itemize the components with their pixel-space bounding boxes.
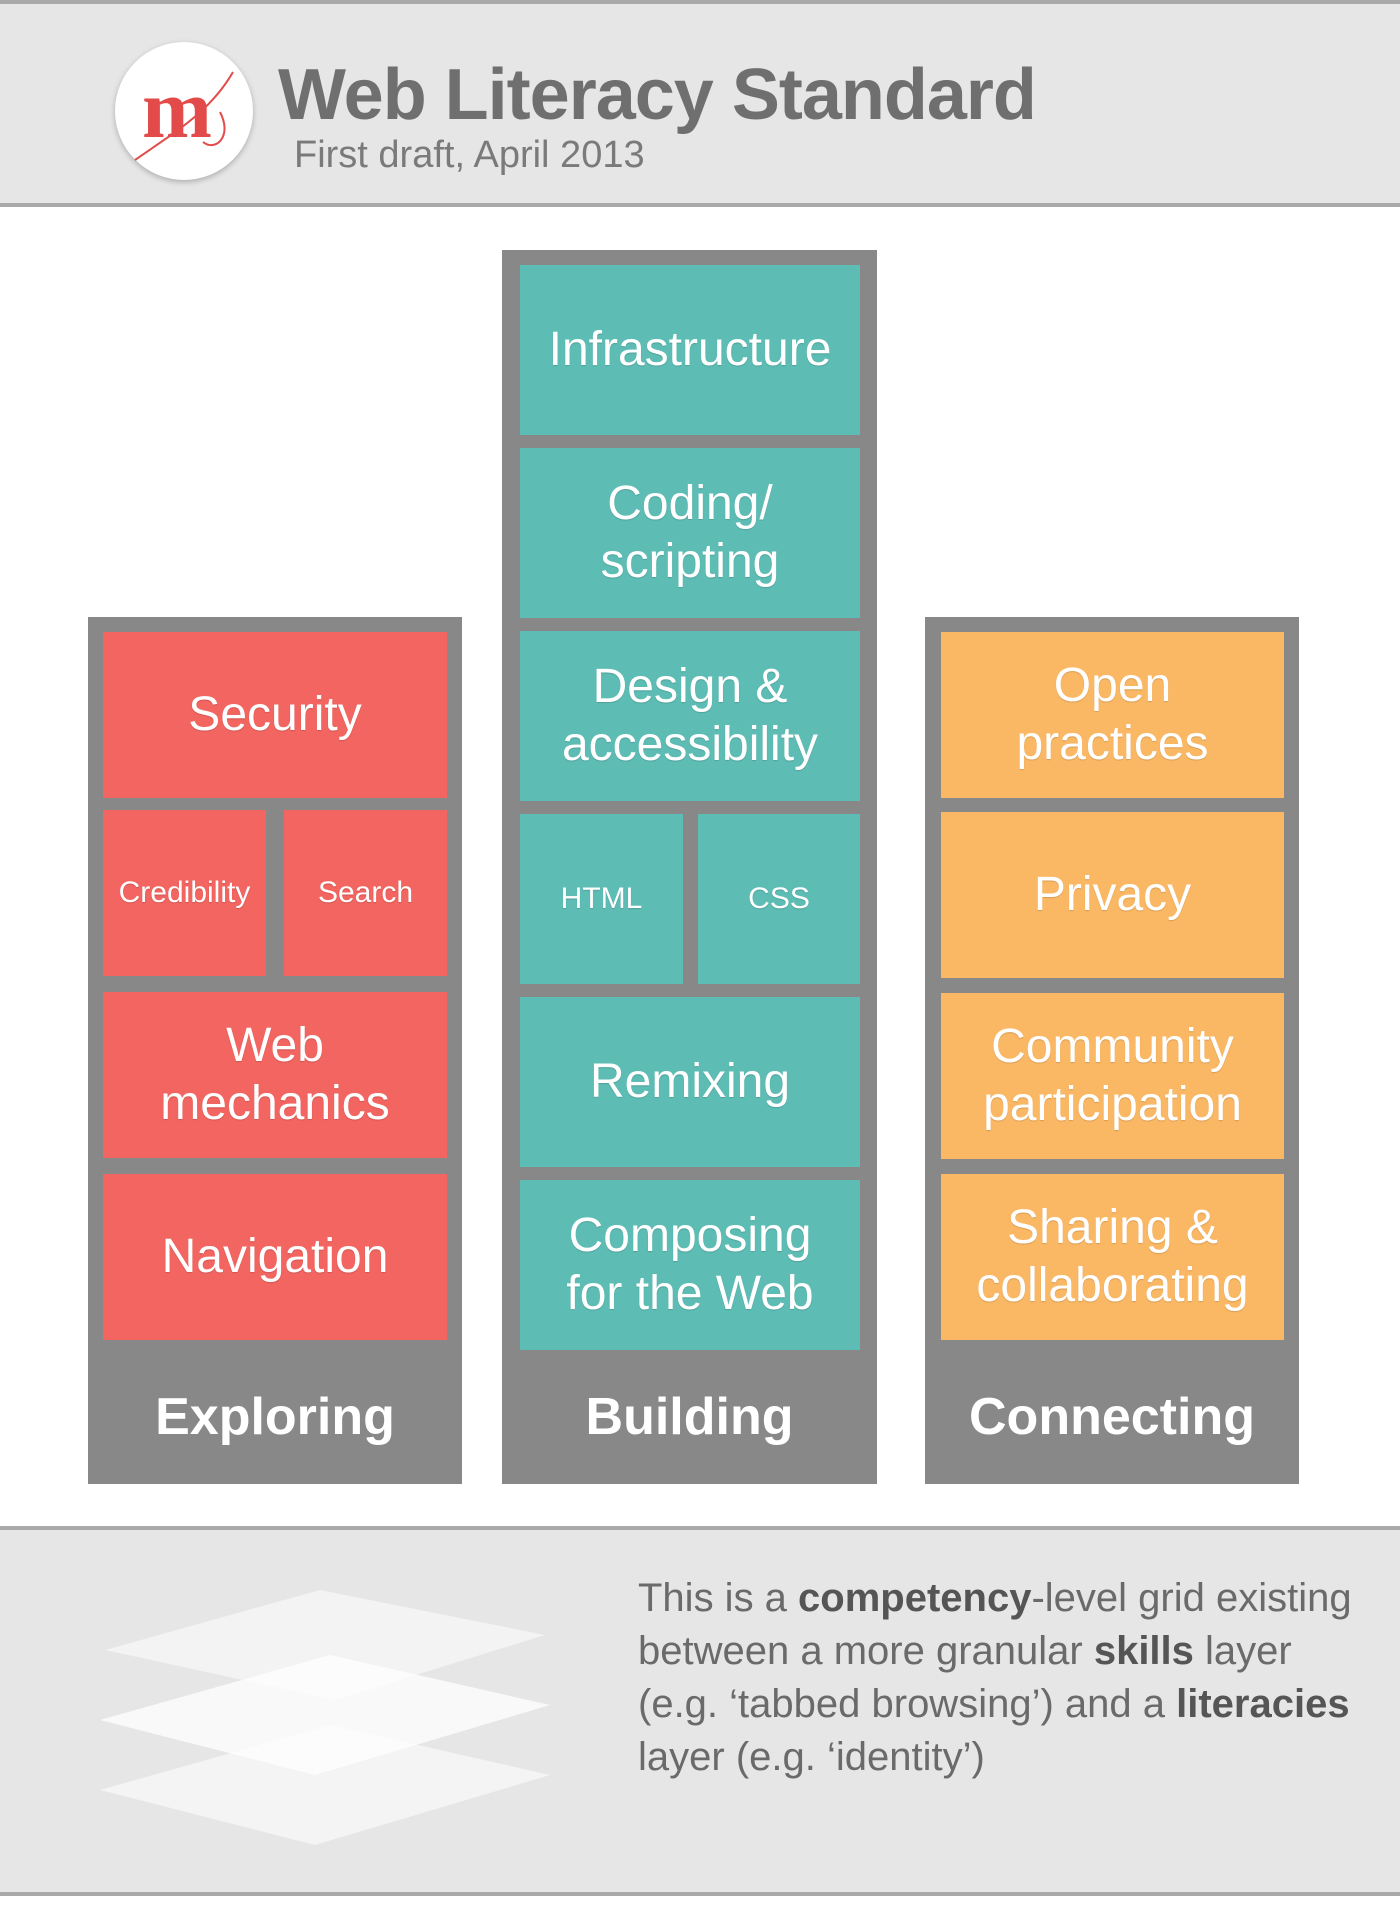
tile-infrastructure: Infrastructure xyxy=(520,265,860,435)
tile-web-mechanics: Web mechanics xyxy=(103,992,447,1158)
mozilla-logo: m xyxy=(115,42,253,180)
footer-band: This is a competency-level grid existing… xyxy=(0,1526,1400,1896)
layers-icon xyxy=(100,1590,550,1845)
tile-open-practices: Open practices xyxy=(941,632,1284,798)
tile-design-accessibility: Design & accessibility xyxy=(520,631,860,801)
tile-remixing: Remixing xyxy=(520,997,860,1167)
logo-mark-icon: m xyxy=(134,63,234,161)
logo-letter: m xyxy=(142,63,212,156)
column-label-exploring: Exploring xyxy=(155,1388,395,1446)
tile-security: Security xyxy=(103,632,447,798)
page-title: Web Literacy Standard xyxy=(278,55,1037,135)
tile-community-participation: Community participation xyxy=(941,993,1284,1159)
column-connecting: Open practices Privacy Community partici… xyxy=(925,617,1299,1484)
page-subtitle: First draft, April 2013 xyxy=(294,134,645,176)
tile-html: HTML xyxy=(520,814,683,984)
tile-privacy: Privacy xyxy=(941,812,1284,978)
column-label-building: Building xyxy=(585,1388,794,1446)
column-exploring: Security Credibility Search Web mechanic… xyxy=(88,617,462,1484)
tile-search: Search xyxy=(284,810,447,976)
tile-css: CSS xyxy=(698,814,860,984)
column-label-connecting: Connecting xyxy=(969,1388,1255,1446)
tile-navigation: Navigation xyxy=(103,1174,447,1340)
tile-sharing-collaborating: Sharing & collaborating xyxy=(941,1174,1284,1340)
footer-description: This is a competency-level grid existing… xyxy=(638,1576,1352,1779)
tile-coding-scripting: Coding/ scripting xyxy=(520,448,860,618)
tile-credibility: Credibility xyxy=(103,810,266,976)
tile-composing-for-the-web: Composing for the Web xyxy=(520,1180,860,1350)
header-band: m Web Literacy Standard First draft, Apr… xyxy=(0,0,1400,207)
column-building: Infrastructure Coding/ scripting Design … xyxy=(502,250,877,1484)
